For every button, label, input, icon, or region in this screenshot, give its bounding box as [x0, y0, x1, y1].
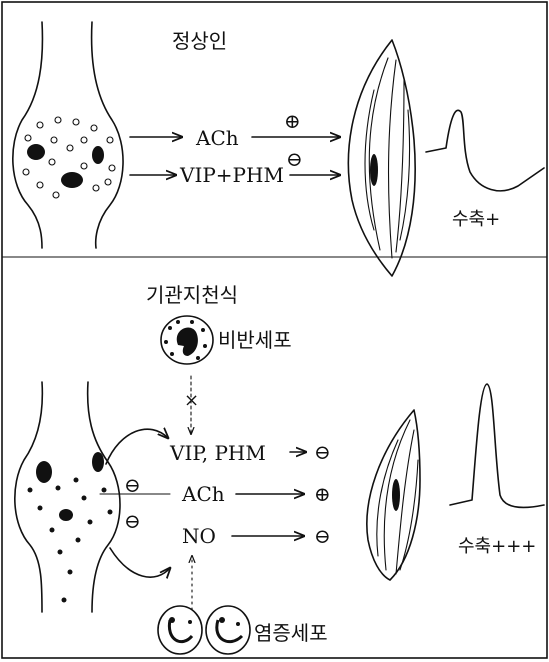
nerve-terminal-normal — [13, 22, 123, 248]
arrow-to-vip-asthma — [106, 429, 168, 464]
ach-label-asthma: ACh — [181, 482, 225, 506]
inflammatory-cell-1 — [158, 606, 202, 654]
minus-sign-feedback-1: ⊖ — [124, 473, 141, 497]
contraction-label-normal: 수축+ — [452, 209, 500, 230]
contraction-label-asthma: 수축+++ — [458, 536, 536, 557]
arrow-no-feedback — [110, 548, 170, 577]
mast-cell-label: 비반세포 — [218, 328, 292, 352]
contraction-trace-asthma — [450, 384, 544, 508]
vip-phm-label-normal: VIP+PHM — [179, 163, 284, 187]
minus-sign-feedback-2: ⊖ — [124, 509, 141, 533]
nerve-terminal-asthma — [15, 382, 120, 612]
mast-cell — [161, 316, 213, 364]
asthma-label: 기관지천식 — [146, 283, 238, 307]
inflammatory-cell-label: 염증세포 — [254, 621, 328, 645]
no-label: NO — [182, 524, 216, 548]
normal-panel-title: 정상인 — [172, 29, 227, 53]
smooth-muscle-normal — [348, 40, 415, 276]
contraction-trace-normal — [426, 110, 544, 191]
plus-sign-normal: ⊕ — [284, 109, 301, 133]
minus-sign-normal: ⊖ — [286, 147, 303, 171]
plus-sign-ach-asthma: ⊕ — [314, 482, 331, 506]
smooth-muscle-asthma — [367, 410, 420, 580]
block-symbol: × — [184, 390, 199, 411]
minus-sign-no-asthma: ⊖ — [314, 524, 331, 548]
vip-phm-label-asthma: VIP, PHM — [169, 441, 266, 465]
inflammatory-cell-2 — [206, 606, 250, 654]
ach-label-normal: ACh — [195, 126, 239, 150]
minus-sign-vip-asthma: ⊖ — [314, 440, 331, 464]
